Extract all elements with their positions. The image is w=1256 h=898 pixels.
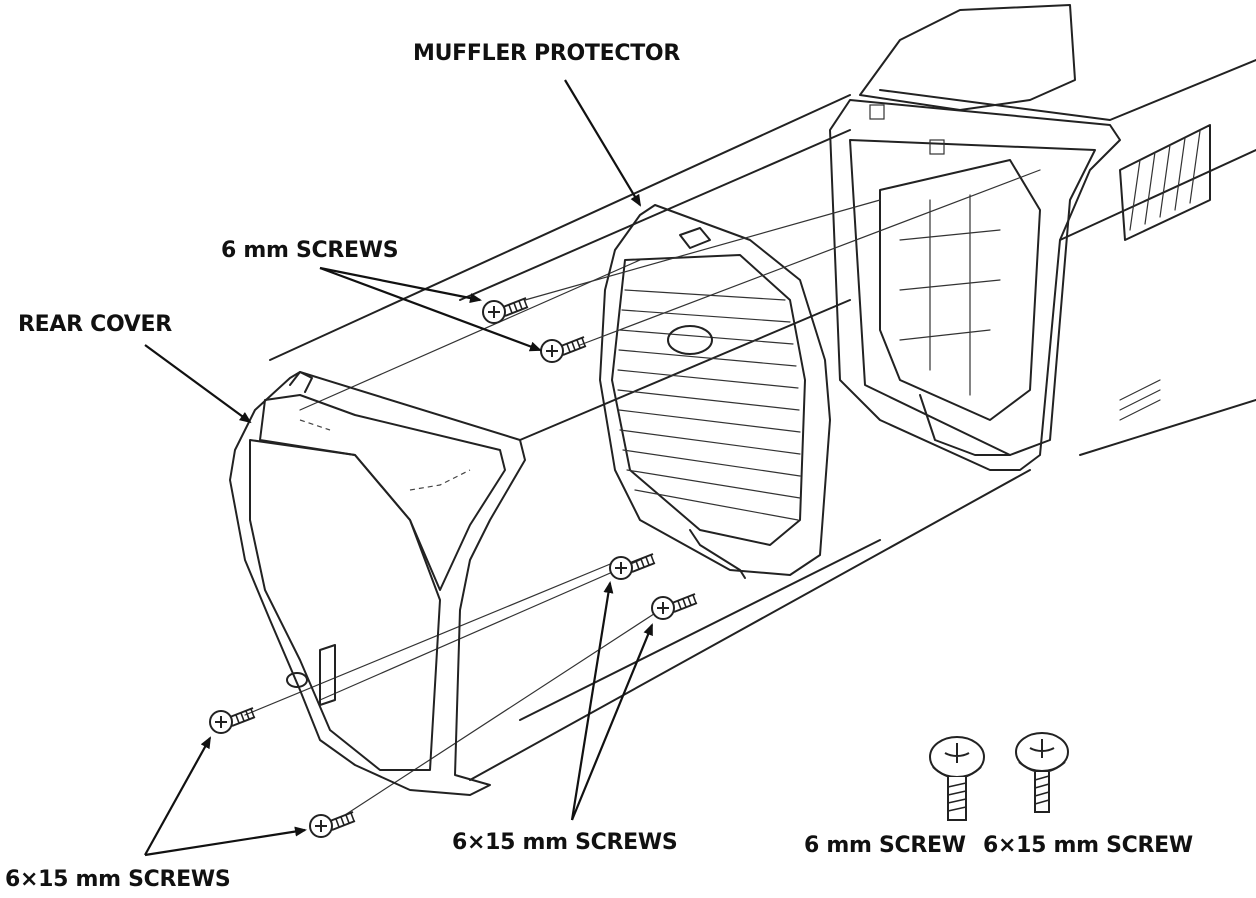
body-outline-lines — [269, 94, 1031, 781]
bottom-left-6x15-screws-label: 6×15 mm SCREWS — [5, 867, 230, 892]
arrow-icon — [564, 79, 642, 207]
legend-6x15-screw-label: 6×15 mm SCREW — [983, 833, 1193, 858]
rear-cover — [229, 371, 526, 796]
alignment-lines — [244, 169, 1041, 816]
generator-body — [829, 4, 1256, 471]
arrow-icon — [144, 736, 211, 856]
leader-arrows — [144, 79, 654, 857]
arrow-icon — [319, 266, 542, 352]
arrow-icon — [570, 581, 614, 821]
center-6x15-screws-label: 6×15 mm SCREWS — [452, 830, 677, 855]
screw-icon — [651, 593, 698, 620]
screw-icon — [309, 811, 356, 838]
muffler-protector-label: MUFFLER PROTECTOR — [413, 41, 680, 66]
muffler-protector — [599, 204, 831, 579]
arrow-icon — [319, 266, 482, 303]
arrow-icon — [144, 344, 252, 424]
rear-cover-label: REAR COVER — [18, 312, 172, 337]
arrow-icon — [570, 623, 654, 821]
legend-6mm-screw-icon — [929, 736, 985, 821]
six-mm-screws-label: 6 mm SCREWS — [221, 238, 398, 263]
screw-icon — [540, 336, 587, 363]
arrow-icon — [144, 826, 307, 857]
screw-icon — [609, 553, 656, 580]
legend-6x15-screw-icon — [1015, 732, 1069, 813]
legend-6mm-screw-label: 6 mm SCREW — [804, 833, 966, 858]
screw-icon — [209, 707, 256, 734]
